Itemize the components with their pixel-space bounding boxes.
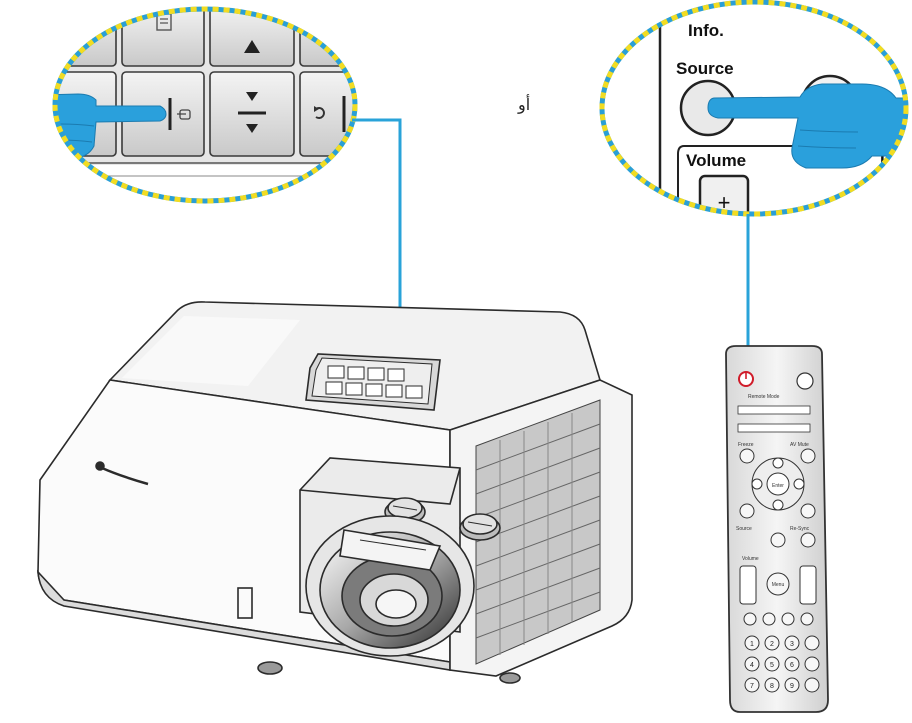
remote-info-button[interactable] — [770, 532, 786, 548]
remote-control: Remote Mode Freeze AV Mute Enter Source … — [725, 345, 829, 713]
function-buttons[interactable] — [743, 612, 814, 626]
volume-plus-symbol: + — [718, 190, 731, 215]
volume-label: Volume — [686, 151, 746, 170]
remote-keypad[interactable]: 1 2 3 4 5 6 7 8 9 — [744, 635, 820, 693]
remote-volume-rocker[interactable] — [739, 565, 757, 605]
remote-volume-label: Volume — [742, 556, 759, 562]
pointing-hand-icon — [55, 93, 167, 159]
info-label: Info. — [688, 21, 724, 40]
resync-icon — [314, 106, 325, 119]
av-mute-button[interactable] — [800, 448, 816, 464]
remote-dpad[interactable]: Enter — [751, 457, 805, 511]
or-label: أو — [517, 94, 530, 114]
resync-button[interactable] — [800, 532, 816, 548]
keypad-digit-8: 8 — [770, 683, 774, 690]
enter-label: Enter — [772, 483, 784, 489]
remote-callout: Info. Source Volume D + — [599, 0, 909, 217]
pointing-hand-icon — [707, 83, 906, 169]
remote-menu-button[interactable] — [766, 572, 790, 596]
optoma-logo — [95, 461, 149, 486]
keypad-callout — [52, 6, 358, 204]
info-button[interactable] — [796, 372, 814, 390]
projector-keypad[interactable] — [305, 353, 441, 411]
av-mute-label: AV Mute — [790, 442, 809, 448]
projector-illustration — [37, 301, 633, 684]
power-icon[interactable] — [738, 371, 754, 387]
remote-keystone-rocker[interactable] — [799, 565, 817, 605]
keypad-digit-1: 1 — [750, 641, 754, 648]
mode-switch[interactable] — [737, 405, 811, 415]
channel-switch[interactable] — [737, 423, 811, 433]
keypad-digit-3: 3 — [790, 641, 794, 648]
source-label: Source — [676, 59, 734, 78]
ir-receiver — [237, 587, 253, 619]
resync-label: Re-Sync — [790, 526, 810, 532]
side-vent — [475, 399, 601, 665]
keypad-digit-6: 6 — [790, 662, 794, 669]
triangle-up-icon — [244, 40, 260, 53]
remote-mode-label: Remote Mode — [748, 394, 780, 400]
remote-source-label: Source — [736, 526, 752, 532]
projector-lens — [305, 515, 475, 657]
keypad-digit-4: 4 — [750, 662, 754, 669]
freeze-button[interactable] — [739, 448, 755, 464]
remote-menu-label: Menu — [772, 582, 785, 588]
keypad-digit-5: 5 — [770, 662, 774, 669]
triangle-down-icon — [246, 92, 258, 101]
keypad-digit-2: 2 — [770, 641, 774, 648]
zoom-knob[interactable] — [459, 513, 501, 541]
source-input-icon — [177, 109, 191, 120]
keypad-digit-7: 7 — [750, 683, 754, 690]
projector-foot — [257, 661, 283, 675]
freeze-label: Freeze — [738, 442, 754, 448]
keypad-digit-9: 9 — [790, 683, 794, 690]
